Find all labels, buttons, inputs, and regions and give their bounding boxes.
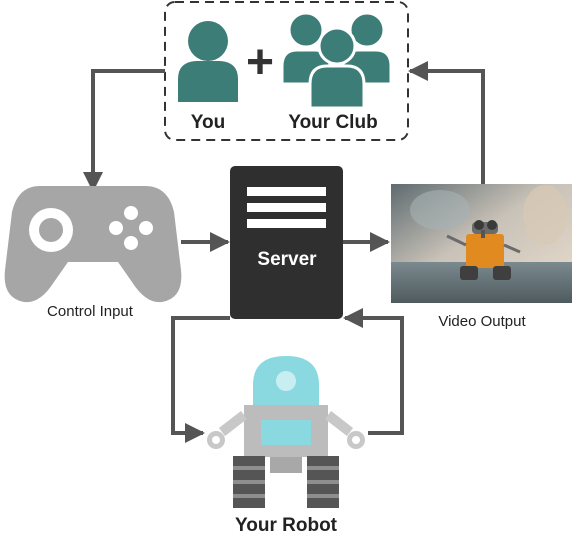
- you-label: You: [191, 112, 225, 133]
- plus-icon: +: [246, 36, 274, 89]
- robot-label: Your Robot: [235, 515, 338, 534]
- person-icon: [178, 21, 238, 102]
- server-icon: [230, 166, 343, 319]
- group-icon: [280, 11, 393, 110]
- arrow-robot-to-server: [343, 308, 404, 435]
- robot-photo: [391, 184, 572, 303]
- video-label: Video Output: [438, 313, 526, 330]
- robot-icon: [207, 356, 365, 508]
- club-label: Your Club: [288, 112, 377, 133]
- controller-label: Control Input: [47, 303, 134, 320]
- participants-group: You + Your Club: [164, 1, 409, 141]
- arrow-participants-to-controller: [83, 69, 165, 192]
- server-label: Server: [257, 249, 317, 270]
- gamepad-icon: [4, 186, 182, 303]
- arrow-server-to-robot: [171, 316, 230, 443]
- arrow-video-to-participants: [408, 61, 485, 184]
